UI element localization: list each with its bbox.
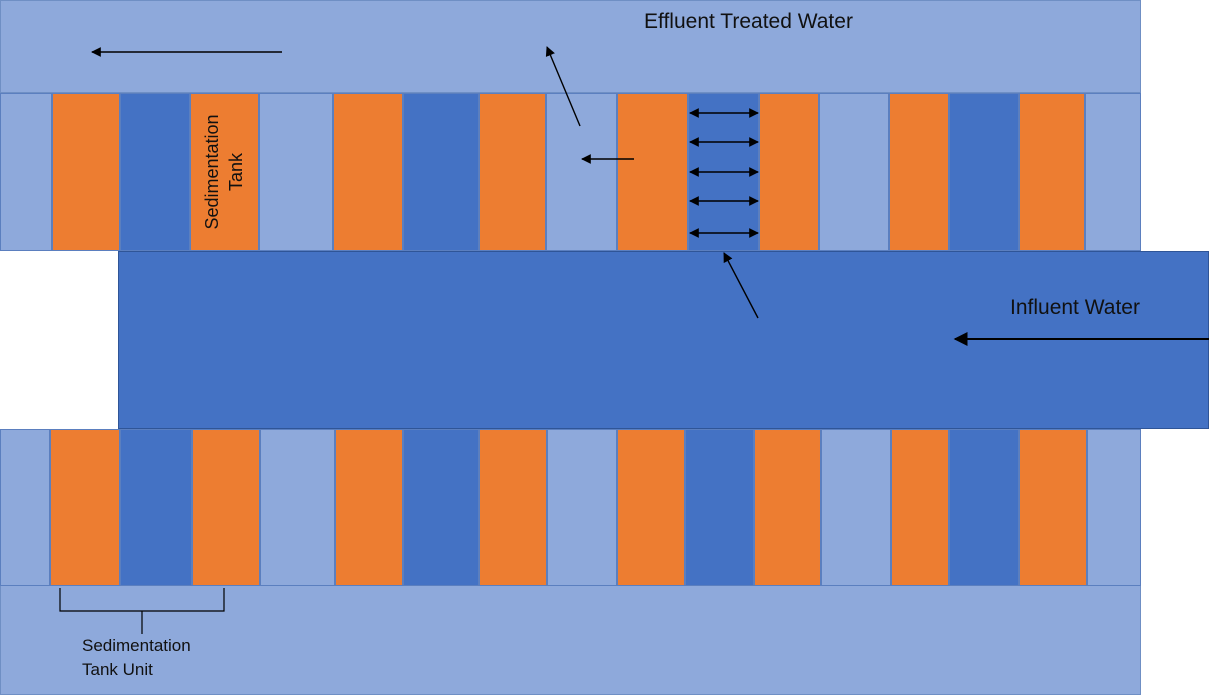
top-outlet-channel-17 — [1085, 93, 1141, 251]
bottom-sedimentation-tank-16 — [1019, 429, 1087, 586]
bottom-channel — [0, 585, 1141, 695]
top-inlet-channel-7 — [403, 93, 479, 251]
bottom-outlet-channel-1 — [0, 429, 50, 586]
top-sedimentation-tank-16 — [1019, 93, 1085, 251]
top-sedimentation-tank-4 — [190, 93, 259, 251]
bottom-outlet-channel-5 — [260, 429, 335, 586]
effluent-label: Effluent Treated Water — [644, 10, 853, 33]
top-outlet-channel-9 — [546, 93, 617, 251]
bottom-sedimentation-tank-4 — [192, 429, 260, 586]
top-inlet-channel-3 — [120, 93, 190, 251]
bottom-outlet-channel-17 — [1087, 429, 1141, 586]
tank-unit-label-line-2: Tank Unit — [82, 660, 153, 679]
top-sedimentation-tank-2 — [52, 93, 120, 251]
bottom-inlet-channel-3 — [120, 429, 192, 586]
tank-unit-label: Sedimentation Tank Unit — [82, 634, 191, 682]
bottom-sedimentation-tank-14 — [891, 429, 949, 586]
tank-unit-label-line-1: Sedimentation — [82, 636, 191, 655]
top-sedimentation-tank-14 — [889, 93, 949, 251]
effluent-channel — [0, 0, 1141, 93]
influent-label: Influent Water — [1010, 296, 1140, 319]
top-sedimentation-tank-6 — [333, 93, 403, 251]
bottom-sedimentation-tank-10 — [617, 429, 685, 586]
bottom-inlet-channel-11 — [685, 429, 754, 586]
bottom-sedimentation-tank-12 — [754, 429, 821, 586]
top-outlet-channel-5 — [259, 93, 333, 251]
top-outlet-channel-13 — [819, 93, 889, 251]
bottom-inlet-channel-15 — [949, 429, 1019, 586]
inlet-arrow — [723, 252, 759, 319]
top-sedimentation-tank-12 — [759, 93, 819, 251]
top-sedimentation-tank-8 — [479, 93, 546, 251]
bottom-sedimentation-tank-2 — [50, 429, 120, 586]
top-outlet-channel-1 — [0, 93, 52, 251]
top-sedimentation-tank-10 — [617, 93, 688, 251]
bottom-sedimentation-tank-8 — [479, 429, 547, 586]
tank-unit-bracket — [59, 588, 225, 634]
bottom-outlet-channel-9 — [547, 429, 617, 586]
bottom-outlet-channel-13 — [821, 429, 891, 586]
top-inlet-channel-15 — [949, 93, 1019, 251]
tank-outflow-arrow — [545, 46, 581, 127]
bottom-inlet-channel-7 — [403, 429, 479, 586]
bottom-sedimentation-tank-6 — [335, 429, 403, 586]
